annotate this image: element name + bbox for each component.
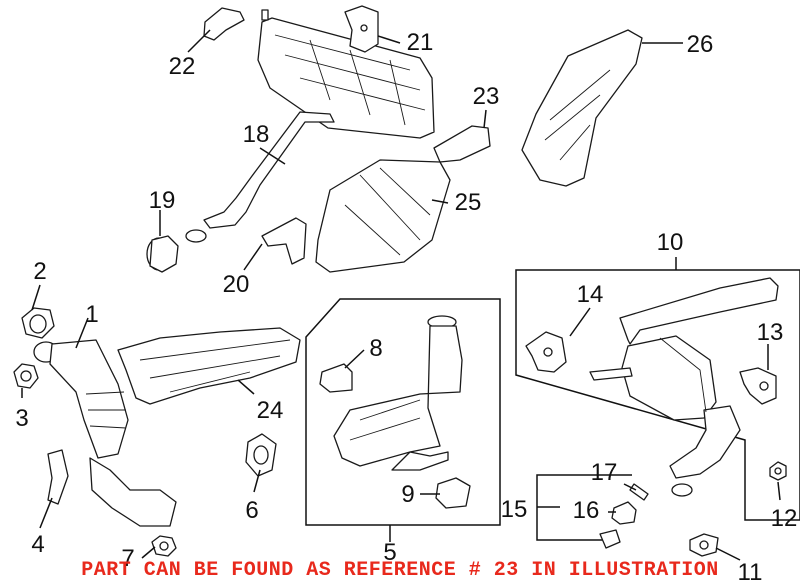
- callout-1: 1: [85, 301, 98, 328]
- bracket-20-part: [261, 217, 307, 265]
- pin-17-part: [629, 483, 649, 501]
- callout-23: 23: [473, 83, 500, 110]
- clamp-19-part: [146, 229, 207, 273]
- callout-20: 20: [223, 271, 250, 298]
- bracket-8-part: [319, 363, 353, 393]
- callout-3: 3: [15, 405, 28, 432]
- callout-21: 21: [407, 29, 434, 56]
- callout-13: 13: [757, 319, 784, 346]
- bracket-14-part: [525, 331, 567, 373]
- callout-10: 10: [657, 229, 684, 256]
- rear-muffler-10-part: [589, 277, 779, 497]
- callout-8: 8: [369, 335, 382, 362]
- bracket-4-part: [47, 449, 69, 505]
- gasket-2-part: [21, 307, 55, 339]
- callout-25: 25: [455, 189, 482, 216]
- bracket-13-part: [739, 367, 777, 405]
- pipe-18-part: [203, 111, 335, 229]
- callout-14: 14: [577, 281, 604, 308]
- dpf-5-part: [333, 315, 463, 471]
- callout-17: 17: [591, 459, 618, 486]
- callout-7: 7: [121, 545, 134, 572]
- callout-15: 15: [501, 496, 528, 523]
- callout-6: 6: [245, 497, 258, 524]
- nut-12-part: [769, 461, 787, 481]
- callout-9: 9: [401, 481, 414, 508]
- callout-18: 18: [243, 121, 270, 148]
- callout-12: 12: [771, 505, 798, 532]
- catalytic-converter-1-part: [33, 339, 177, 527]
- assembly-10-group-box: [515, 269, 800, 521]
- heat-shield-24-part: [117, 327, 301, 405]
- bracket-21-part: [344, 5, 379, 53]
- callout-19: 19: [149, 187, 176, 214]
- assembly-5-group-box: [305, 298, 501, 526]
- heat-shield-26-part: [521, 29, 643, 187]
- hanger-22-part: [203, 7, 245, 41]
- heat-shield-25-part: [315, 159, 451, 273]
- valve-16-part: [599, 501, 637, 549]
- nut-7-part: [151, 535, 177, 557]
- leader-lines: [21, 29, 781, 561]
- bracket-9-part: [435, 477, 471, 509]
- hose-23-part: [433, 125, 491, 163]
- callout-16: 16: [573, 497, 600, 524]
- callout-22: 22: [169, 53, 196, 80]
- callout-5: 5: [383, 539, 396, 566]
- gasket-11-part: [689, 533, 719, 557]
- callout-4: 4: [31, 531, 44, 558]
- callout-24: 24: [257, 397, 284, 424]
- reference-notice: PART CAN BE FOUND AS REFERENCE # 23 IN I…: [81, 559, 719, 582]
- callout-11: 11: [738, 559, 763, 586]
- callout-26: 26: [687, 31, 714, 58]
- nut-3-part: [13, 363, 39, 389]
- gasket-6-part: [245, 433, 277, 477]
- callout-2: 2: [33, 258, 46, 285]
- rear-muffler-part: [257, 9, 435, 139]
